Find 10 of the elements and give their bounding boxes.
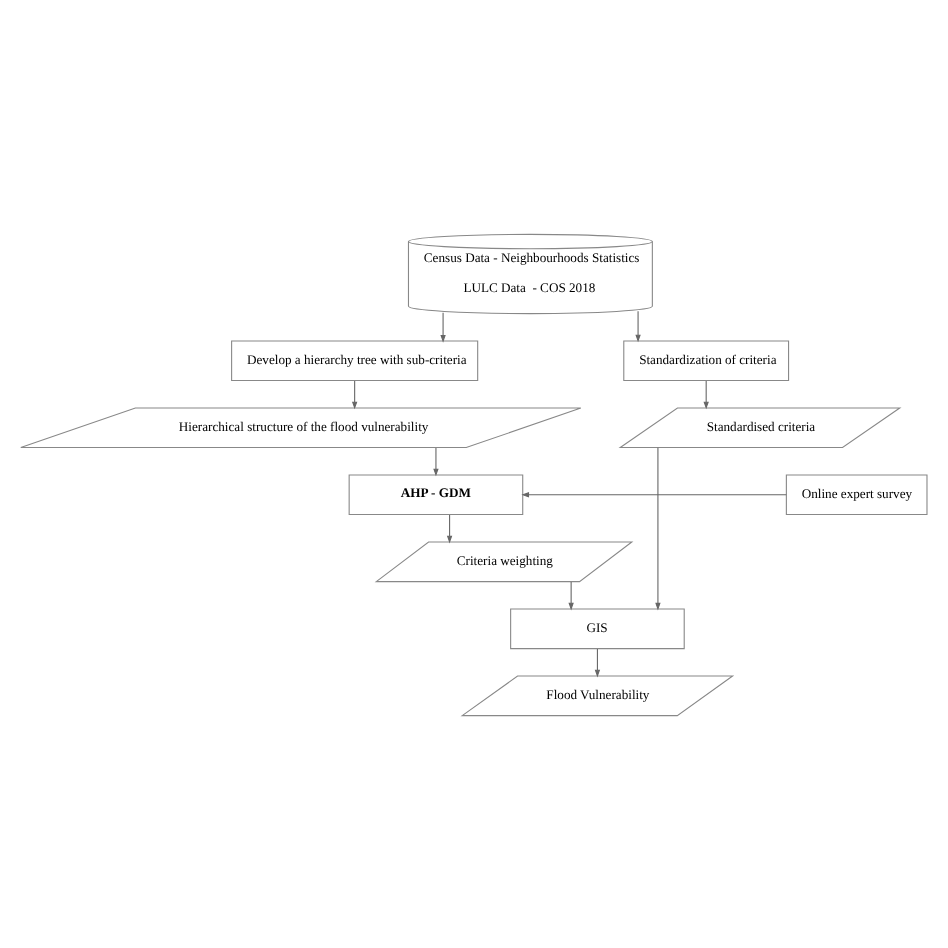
arrow bbox=[568, 580, 574, 610]
arrow bbox=[594, 647, 601, 677]
arrow bbox=[351, 379, 358, 409]
arrow bbox=[703, 379, 709, 409]
arrow bbox=[433, 446, 439, 476]
arrow bbox=[655, 446, 661, 610]
arrow bbox=[635, 309, 641, 342]
arrow bbox=[521, 491, 787, 497]
arrow bbox=[440, 311, 446, 342]
arrow bbox=[446, 513, 453, 543]
